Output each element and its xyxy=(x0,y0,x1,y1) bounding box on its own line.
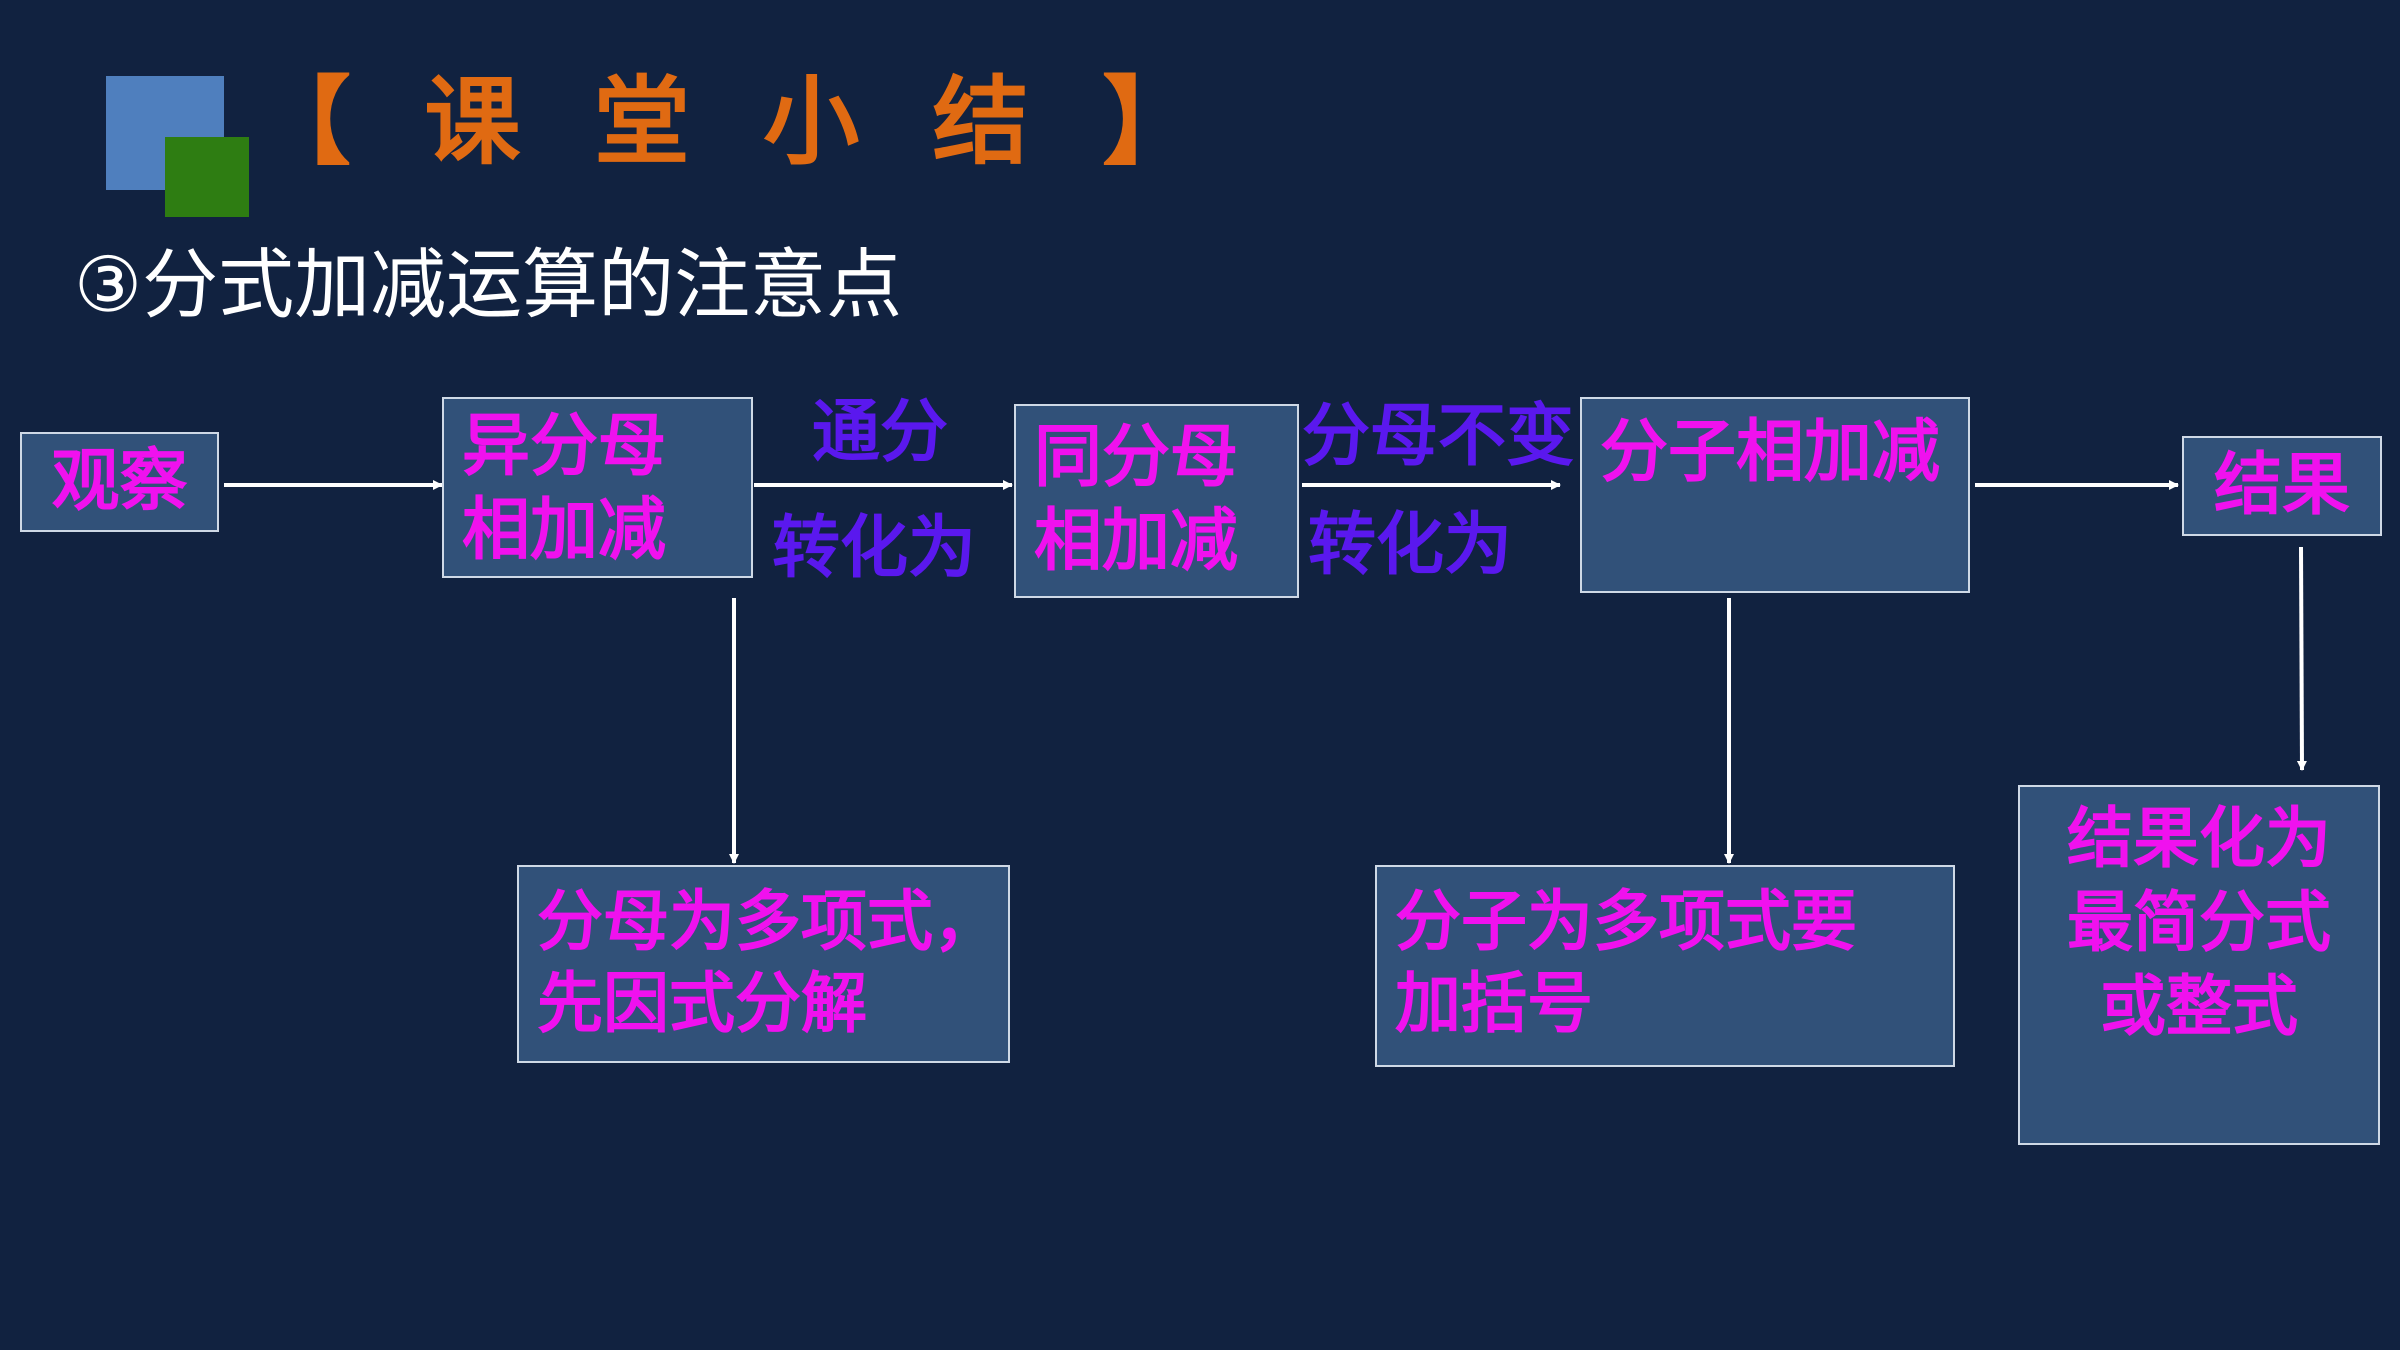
decor-green-square xyxy=(165,137,249,217)
note-simplest-form: 结果化为 最简分式 或整式 xyxy=(2018,785,2380,1145)
slide-subtitle: ③分式加减运算的注意点 xyxy=(74,240,903,329)
node-numerator-add-subtract-label: 分子相加减 xyxy=(1600,413,1941,492)
note-simplest-form-label: 结果化为 最简分式 或整式 xyxy=(2067,800,2331,1045)
edge-label-tongfen: 通分 xyxy=(812,393,949,472)
node-observe: 观察 xyxy=(20,432,219,532)
note-numerator-polynomial: 分子为多项式要 加括号 xyxy=(1375,865,1955,1067)
edge-label-denominator-unchanged: 分母不变 xyxy=(1302,397,1575,476)
note-numerator-polynomial-label: 分子为多项式要 加括号 xyxy=(1395,883,1857,1042)
edge-label-convert-2: 转化为 xyxy=(1308,506,1513,585)
node-same-denominator: 同分母 相加减 xyxy=(1014,404,1299,598)
note-denominator-polynomial: 分母为多项式， 先因式分解 xyxy=(517,865,1010,1063)
node-same-denominator-label: 同分母 相加减 xyxy=(1034,418,1239,581)
node-result-label: 结果 xyxy=(2213,446,2350,525)
edge-label-convert-1: 转化为 xyxy=(772,509,977,588)
slide-title: 【 课 堂 小 结 】 xyxy=(255,66,1219,178)
node-numerator-add-subtract: 分子相加减 xyxy=(1580,397,1970,593)
note-denominator-polynomial-label: 分母为多项式， 先因式分解 xyxy=(537,883,999,1042)
arrow-result-to-note xyxy=(2296,546,2307,771)
node-different-denominator-label: 异分母 相加减 xyxy=(462,407,667,570)
node-observe-label: 观察 xyxy=(51,442,188,521)
node-different-denominator: 异分母 相加减 xyxy=(442,397,753,578)
node-result: 结果 xyxy=(2182,436,2382,536)
